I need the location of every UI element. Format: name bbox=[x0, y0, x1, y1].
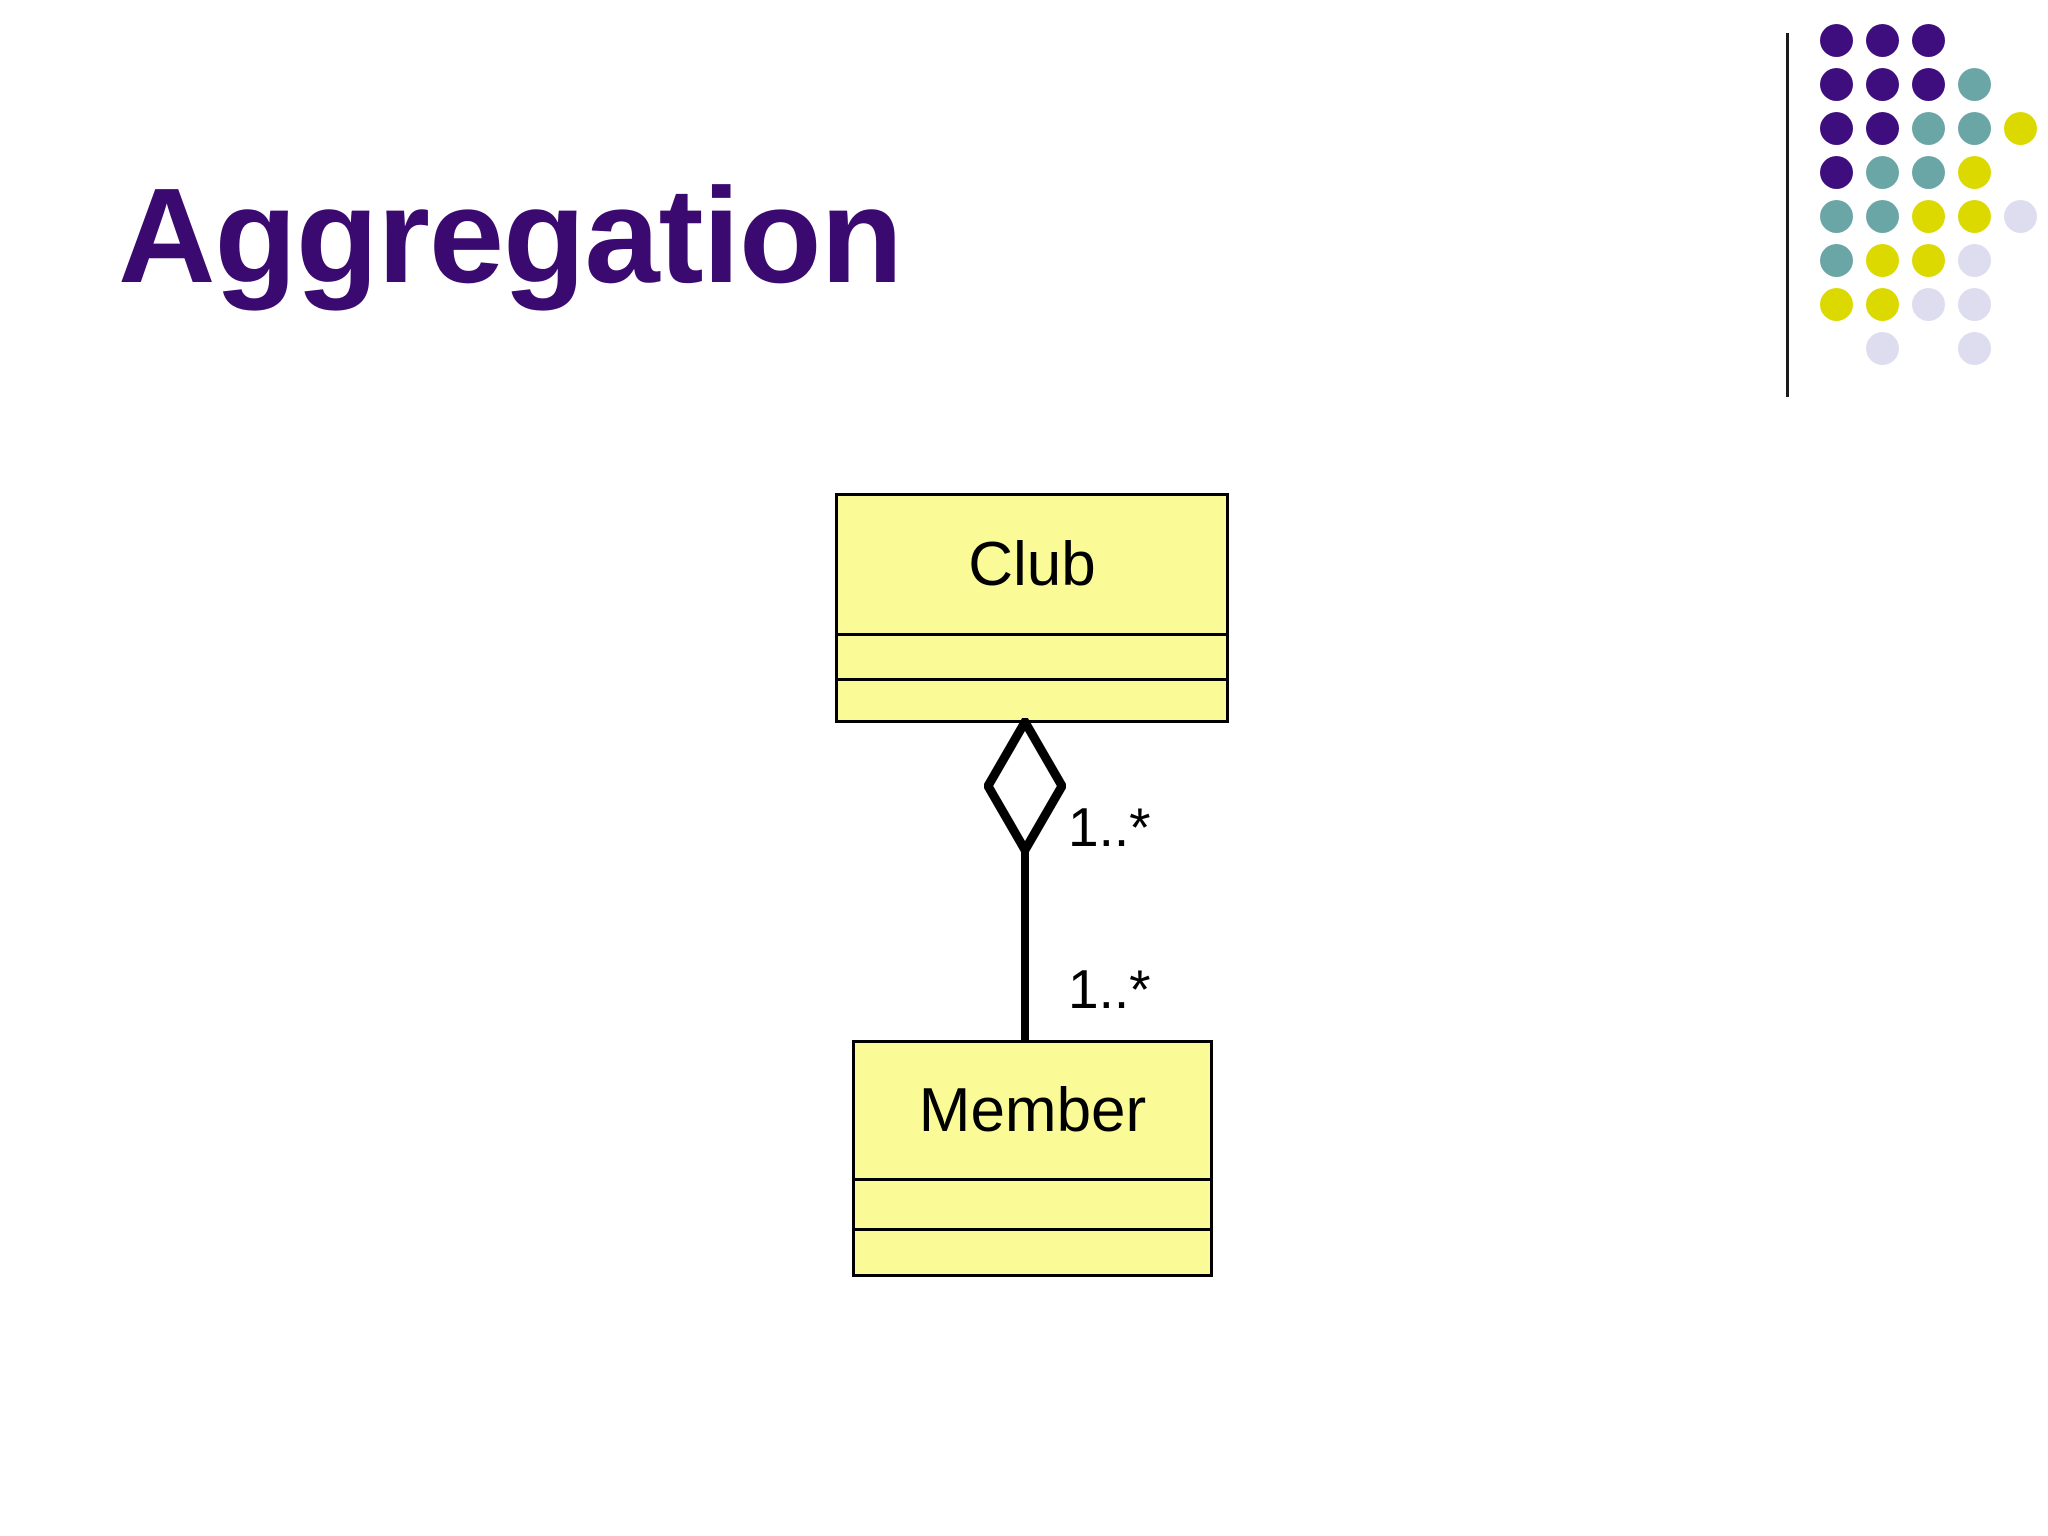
logo-dot-purple bbox=[1820, 112, 1853, 145]
logo-dot-lavender bbox=[1866, 332, 1899, 365]
uml-class-member-name: Member bbox=[918, 1075, 1147, 1145]
multiplicity-label-member-end: 1..* bbox=[1068, 958, 1151, 1020]
logo-dot-yellow bbox=[1866, 288, 1899, 321]
logo-dot-teal bbox=[1958, 112, 1991, 145]
logo-dot-lavender bbox=[1958, 332, 1991, 365]
uml-class-club-name: Club bbox=[968, 529, 1096, 599]
logo-dot-grid bbox=[1820, 24, 2048, 374]
uml-class-club[interactable]: Club bbox=[835, 493, 1229, 723]
logo-dot-yellow bbox=[1866, 244, 1899, 277]
logo-dot-lavender bbox=[1912, 288, 1945, 321]
logo-dot-teal bbox=[1820, 200, 1853, 233]
logo-dot-teal bbox=[1820, 244, 1853, 277]
logo-dot-lavender bbox=[1958, 288, 1991, 321]
logo-dot-yellow bbox=[1958, 156, 1991, 189]
uml-class-member-name-compartment: Member bbox=[855, 1043, 1210, 1178]
logo-dot-teal bbox=[1866, 156, 1899, 189]
logo-dot-purple bbox=[1912, 68, 1945, 101]
uml-class-club-attributes-compartment bbox=[838, 633, 1226, 678]
logo-dot-purple bbox=[1866, 24, 1899, 57]
logo-dot-yellow bbox=[1958, 200, 1991, 233]
logo-dot-purple bbox=[1912, 24, 1945, 57]
logo-dot-teal bbox=[1912, 156, 1945, 189]
logo-dot-yellow bbox=[2004, 112, 2037, 145]
logo-dot-purple bbox=[1866, 68, 1899, 101]
multiplicity-label-club-end: 1..* bbox=[1068, 796, 1151, 858]
uml-class-member[interactable]: Member bbox=[852, 1040, 1213, 1277]
logo-dot-purple bbox=[1820, 24, 1853, 57]
aggregation-diamond-icon bbox=[984, 718, 1066, 854]
uml-class-member-operations-compartment bbox=[855, 1228, 1210, 1280]
logo-dot-lavender bbox=[2004, 200, 2037, 233]
logo-vertical-rule bbox=[1786, 33, 1789, 397]
logo-dot-purple bbox=[1866, 112, 1899, 145]
uml-class-member-attributes-compartment bbox=[855, 1178, 1210, 1228]
uml-class-club-operations-compartment bbox=[838, 678, 1226, 726]
aggregation-connector-line bbox=[1021, 846, 1029, 1042]
logo-dot-teal bbox=[1912, 112, 1945, 145]
logo bbox=[1786, 24, 2048, 397]
uml-class-club-name-compartment: Club bbox=[838, 496, 1226, 633]
logo-dot-teal bbox=[1958, 68, 1991, 101]
logo-dot-yellow bbox=[1912, 244, 1945, 277]
logo-dot-purple bbox=[1820, 156, 1853, 189]
logo-dot-yellow bbox=[1912, 200, 1945, 233]
logo-dot-lavender bbox=[1958, 244, 1991, 277]
logo-dot-teal bbox=[1866, 200, 1899, 233]
page-title: Aggregation bbox=[118, 160, 903, 311]
logo-dot-purple bbox=[1820, 68, 1853, 101]
logo-dot-yellow bbox=[1820, 288, 1853, 321]
